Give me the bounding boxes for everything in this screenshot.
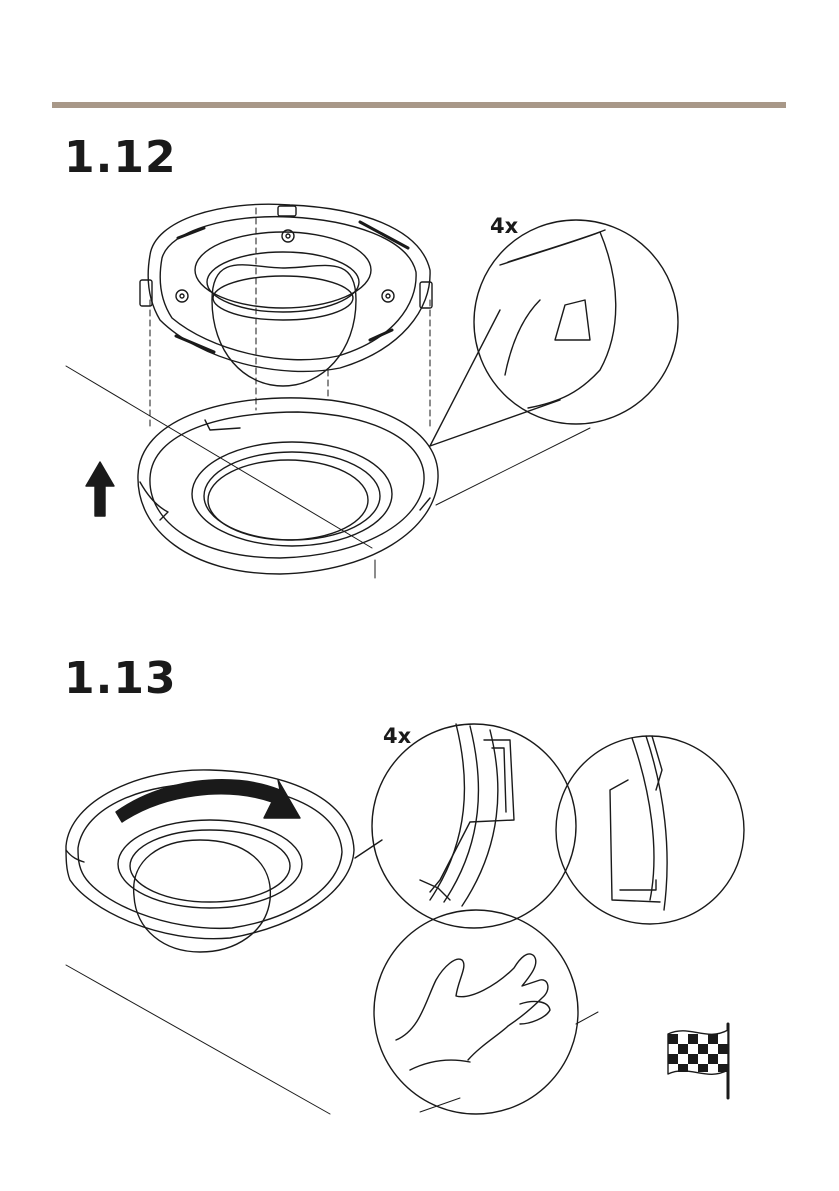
- step-1-13-illustration: [0, 720, 839, 1140]
- camera-dome-icon: [66, 770, 354, 952]
- cover-ring-icon: [138, 398, 438, 574]
- step-title-1-13: 1.13: [64, 657, 177, 701]
- detail-clip-icon: [474, 220, 678, 424]
- hand-icon: [396, 954, 550, 1070]
- finish-flag-icon: [668, 1024, 728, 1098]
- step-title-1-12: 1.12: [64, 136, 177, 180]
- section-divider: [52, 102, 786, 108]
- step-1-12-illustration: [0, 190, 839, 590]
- up-arrow-icon: [86, 462, 114, 516]
- detail-clip-icon: [556, 736, 744, 924]
- detail-clip-icon: [372, 724, 576, 928]
- rotate-arrow-icon: [116, 780, 300, 822]
- camera-dome-icon: [140, 204, 432, 386]
